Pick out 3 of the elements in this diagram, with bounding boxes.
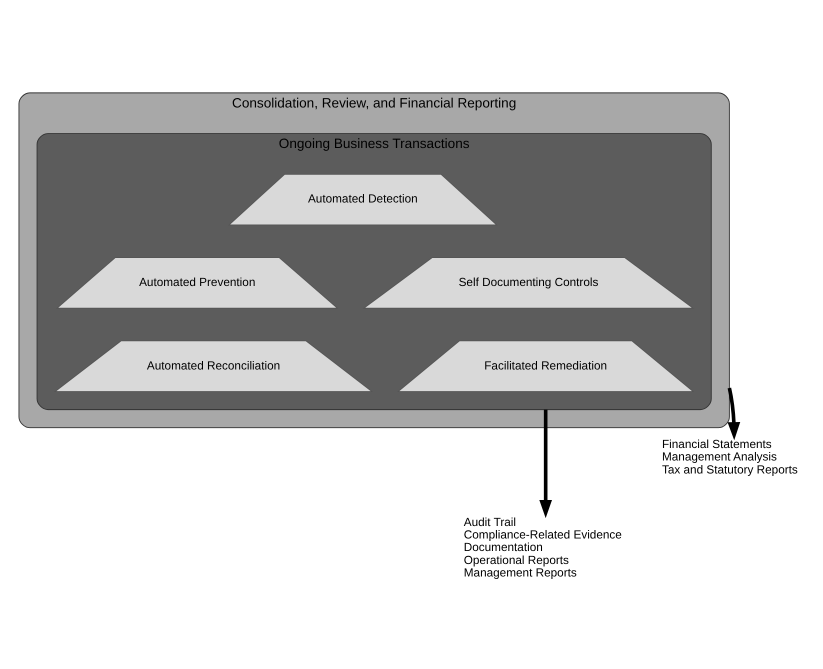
node-text: Financial Statements Management Analysis Tax and Statutory Reports: [662, 438, 798, 476]
node-text: Audit Trail Compliance-Related Evidence Documentation Operational Reports Management Reports: [464, 516, 622, 580]
arrow: [539, 410, 552, 518]
